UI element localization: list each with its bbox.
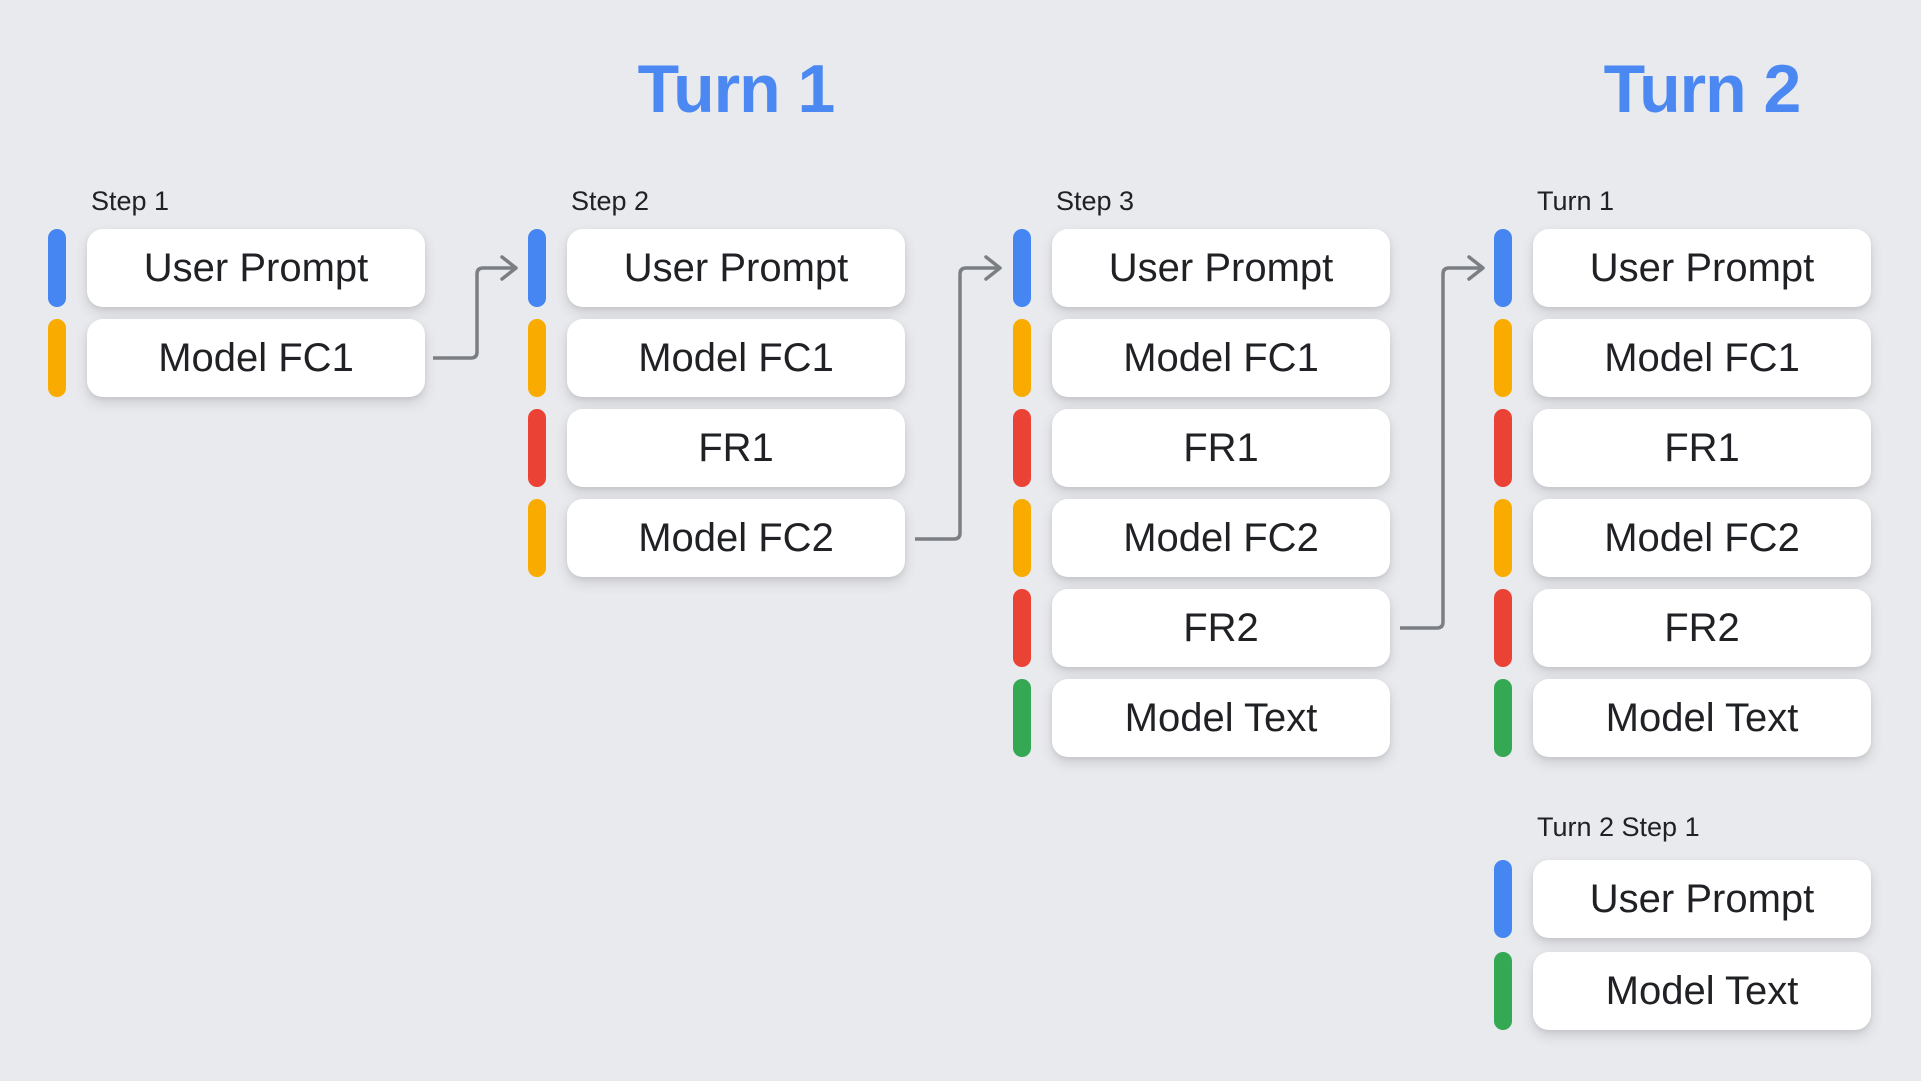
step-2-label: Step 2 (571, 186, 650, 216)
turn1-model-fc2-row: Model FC2 (1494, 499, 1871, 577)
fr1-color-bar (528, 409, 546, 487)
model-fc2-box: Model FC2 (1533, 499, 1871, 577)
model-fc1-box: Model FC1 (1533, 319, 1871, 397)
model-fc1-text: Model FC1 (638, 335, 834, 380)
user-prompt-box: User Prompt (567, 229, 905, 307)
arrow-step1-to-step2 (433, 266, 513, 360)
fr2-box: FR2 (1533, 589, 1871, 667)
model-fc2-box: Model FC2 (1052, 499, 1390, 577)
arrowhead-step3-to-turn1 (1467, 255, 1485, 281)
model-fc1-color-bar (528, 319, 546, 397)
fr2-color-bar (1494, 589, 1512, 667)
model-fc1-color-bar (48, 319, 66, 397)
step3-fr2-row: FR2 (1013, 589, 1390, 667)
fr1-text: FR1 (698, 425, 774, 470)
model-fc2-text: Model FC2 (1123, 515, 1319, 560)
step3-model-text-row: Model Text (1013, 679, 1390, 757)
step3-model-fc2-row: Model FC2 (1013, 499, 1390, 577)
model-fc2-box: Model FC2 (567, 499, 905, 577)
step3-user-prompt-row: User Prompt (1013, 229, 1390, 307)
fr1-text: FR1 (1183, 425, 1259, 470)
model-text-color-bar (1494, 952, 1512, 1030)
fr1-box: FR1 (1533, 409, 1871, 487)
turn1-fr1-row: FR1 (1494, 409, 1871, 487)
step2-fr1-row: FR1 (528, 409, 905, 487)
model-fc1-text: Model FC1 (158, 335, 354, 380)
model-fc1-color-bar (1013, 319, 1031, 397)
arrowhead-step2-to-step3 (984, 255, 1002, 281)
fr2-text: FR2 (1183, 605, 1259, 650)
fr2-text: FR2 (1664, 605, 1740, 650)
user-prompt-color-bar (1494, 229, 1512, 307)
turn2-user-prompt-row: User Prompt (1494, 860, 1871, 938)
user-prompt-text: User Prompt (623, 245, 849, 290)
turn1-model-fc1-row: Model FC1 (1494, 319, 1871, 397)
step2-model-fc2-row: Model FC2 (528, 499, 905, 577)
user-prompt-box: User Prompt (87, 229, 425, 307)
model-fc2-color-bar (1013, 499, 1031, 577)
turn2-model-text-row: Model Text (1494, 952, 1871, 1030)
fr1-color-bar (1494, 409, 1512, 487)
model-text-color-bar (1494, 679, 1512, 757)
step-3-label: Step 3 (1056, 186, 1135, 216)
fr1-text: FR1 (1664, 425, 1740, 470)
user-prompt-color-bar (1013, 229, 1031, 307)
model-fc1-box: Model FC1 (1052, 319, 1390, 397)
arrow-step2-to-step3 (915, 266, 997, 541)
step3-fr1-row: FR1 (1013, 409, 1390, 487)
model-fc1-text: Model FC1 (1604, 335, 1800, 380)
turn-1-title: Turn 1 (637, 51, 836, 127)
model-text-text: Model Text (1605, 695, 1799, 740)
model-text-text: Model Text (1605, 968, 1799, 1013)
model-text-text: Model Text (1124, 695, 1318, 740)
arrow-step3-to-turn1 (1400, 266, 1480, 630)
fr1-box: FR1 (567, 409, 905, 487)
step1-user-prompt-row: User Prompt (48, 229, 425, 307)
user-prompt-text: User Prompt (1589, 876, 1815, 921)
step1-model-fc1-row: Model FC1 (48, 319, 425, 397)
step3-model-fc1-row: Model FC1 (1013, 319, 1390, 397)
user-prompt-box: User Prompt (1052, 229, 1390, 307)
model-text-color-bar (1013, 679, 1031, 757)
user-prompt-color-bar (48, 229, 66, 307)
model-fc2-color-bar (528, 499, 546, 577)
step-1-label: Step 1 (91, 186, 170, 216)
model-fc1-box: Model FC1 (567, 319, 905, 397)
model-text-box: Model Text (1533, 952, 1871, 1030)
model-fc2-text: Model FC2 (638, 515, 834, 560)
model-fc1-text: Model FC1 (1123, 335, 1319, 380)
user-prompt-color-bar (528, 229, 546, 307)
user-prompt-text: User Prompt (143, 245, 369, 290)
turn1-user-prompt-row: User Prompt (1494, 229, 1871, 307)
user-prompt-box: User Prompt (1533, 860, 1871, 938)
fr2-color-bar (1013, 589, 1031, 667)
turn1-fr2-row: FR2 (1494, 589, 1871, 667)
step2-model-fc1-row: Model FC1 (528, 319, 905, 397)
turn-2-step-1-label: Turn 2 Step 1 (1537, 812, 1700, 842)
model-fc1-box: Model FC1 (87, 319, 425, 397)
fr2-box: FR2 (1052, 589, 1390, 667)
user-prompt-color-bar (1494, 860, 1512, 938)
model-fc2-color-bar (1494, 499, 1512, 577)
model-fc2-text: Model FC2 (1604, 515, 1800, 560)
user-prompt-text: User Prompt (1589, 245, 1815, 290)
user-prompt-text: User Prompt (1108, 245, 1334, 290)
arrowhead-step1-to-step2 (500, 255, 518, 281)
fr1-box: FR1 (1052, 409, 1390, 487)
turn1-model-text-row: Model Text (1494, 679, 1871, 757)
model-text-box: Model Text (1052, 679, 1390, 757)
fr1-color-bar (1013, 409, 1031, 487)
step2-user-prompt-row: User Prompt (528, 229, 905, 307)
user-prompt-box: User Prompt (1533, 229, 1871, 307)
model-text-box: Model Text (1533, 679, 1871, 757)
turn-1-column-label: Turn 1 (1537, 186, 1615, 216)
model-fc1-color-bar (1494, 319, 1512, 397)
turn-2-title: Turn 2 (1603, 51, 1802, 127)
